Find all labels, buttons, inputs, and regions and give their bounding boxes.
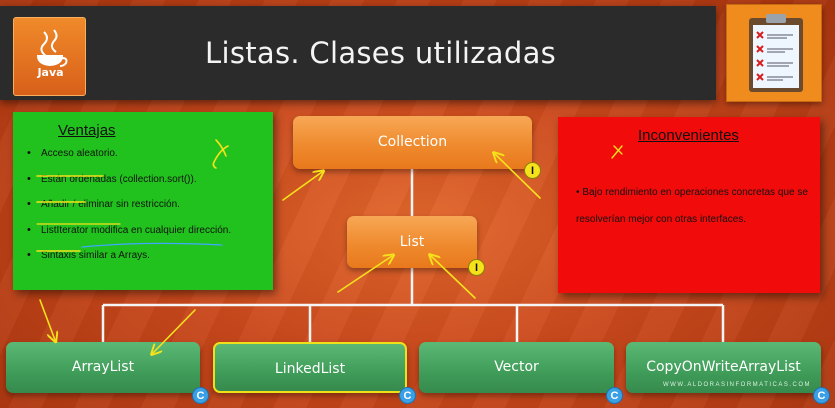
class-badge: C: [813, 387, 830, 404]
interface-badge: I: [468, 259, 485, 276]
annotation-arrow: [39, 299, 55, 340]
watermark: WWW.ALDORASINFORMATICAS.COM: [663, 382, 812, 388]
vector-class-box: Vector: [419, 342, 614, 393]
clipboard-icon: [726, 4, 822, 102]
logo-text: Java: [37, 66, 64, 79]
inconvenientes-text: Bajo rendimiento en operaciones concreta…: [576, 179, 808, 233]
ventajas-note: Ventajas Acceso aleatorio. Están ordenad…: [13, 112, 273, 290]
collection-interface-box: Collection: [293, 116, 532, 169]
inconvenientes-note: Inconvenientes Bajo rendimiento en opera…: [558, 117, 820, 293]
linkedlist-class-box: LinkedList: [213, 342, 407, 393]
ventajas-item: Sintaxis similar a Arrays.: [27, 249, 231, 276]
ventajas-item: Añadir / eliminar sin restricción.: [27, 198, 231, 225]
annotation-x-mark: [611, 145, 623, 159]
arraylist-class-box: ArrayList: [6, 342, 200, 393]
interface-badge: I: [524, 162, 541, 179]
annotation-arrow: [282, 172, 322, 201]
class-badge: C: [192, 387, 209, 404]
annotation-arrow: [495, 154, 541, 199]
coffee-cup-icon: [36, 29, 68, 67]
java-logo: Java: [13, 17, 86, 96]
title-bar: Java Listas. Clases utilizadas: [0, 6, 716, 100]
checklist-icon: [749, 14, 803, 92]
ventajas-list: Acceso aleatorio. Están ordenadas (colle…: [27, 147, 231, 276]
inconvenientes-title: Inconvenientes: [638, 127, 739, 144]
class-badge: C: [399, 387, 416, 404]
annotation-arrow: [153, 309, 196, 353]
class-badge: C: [606, 387, 623, 404]
ventajas-item: Acceso aleatorio.: [27, 147, 231, 174]
ventajas-title: Ventajas: [58, 122, 116, 139]
annotation-arrow: [431, 256, 476, 299]
annotation-arrow: [337, 256, 392, 293]
ventajas-item: Están ordenadas (collection.sort()).: [27, 173, 231, 200]
annotation-blue-underline: [81, 242, 223, 248]
copyonwritearraylist-class-box: CopyOnWriteArrayList: [626, 342, 821, 393]
annotation-check-mark: [212, 139, 229, 169]
list-interface-box: List: [347, 216, 477, 268]
page-title: Listas. Clases utilizadas: [205, 36, 557, 70]
ventajas-item: ListIterator modifica en cualquier direc…: [27, 224, 231, 251]
